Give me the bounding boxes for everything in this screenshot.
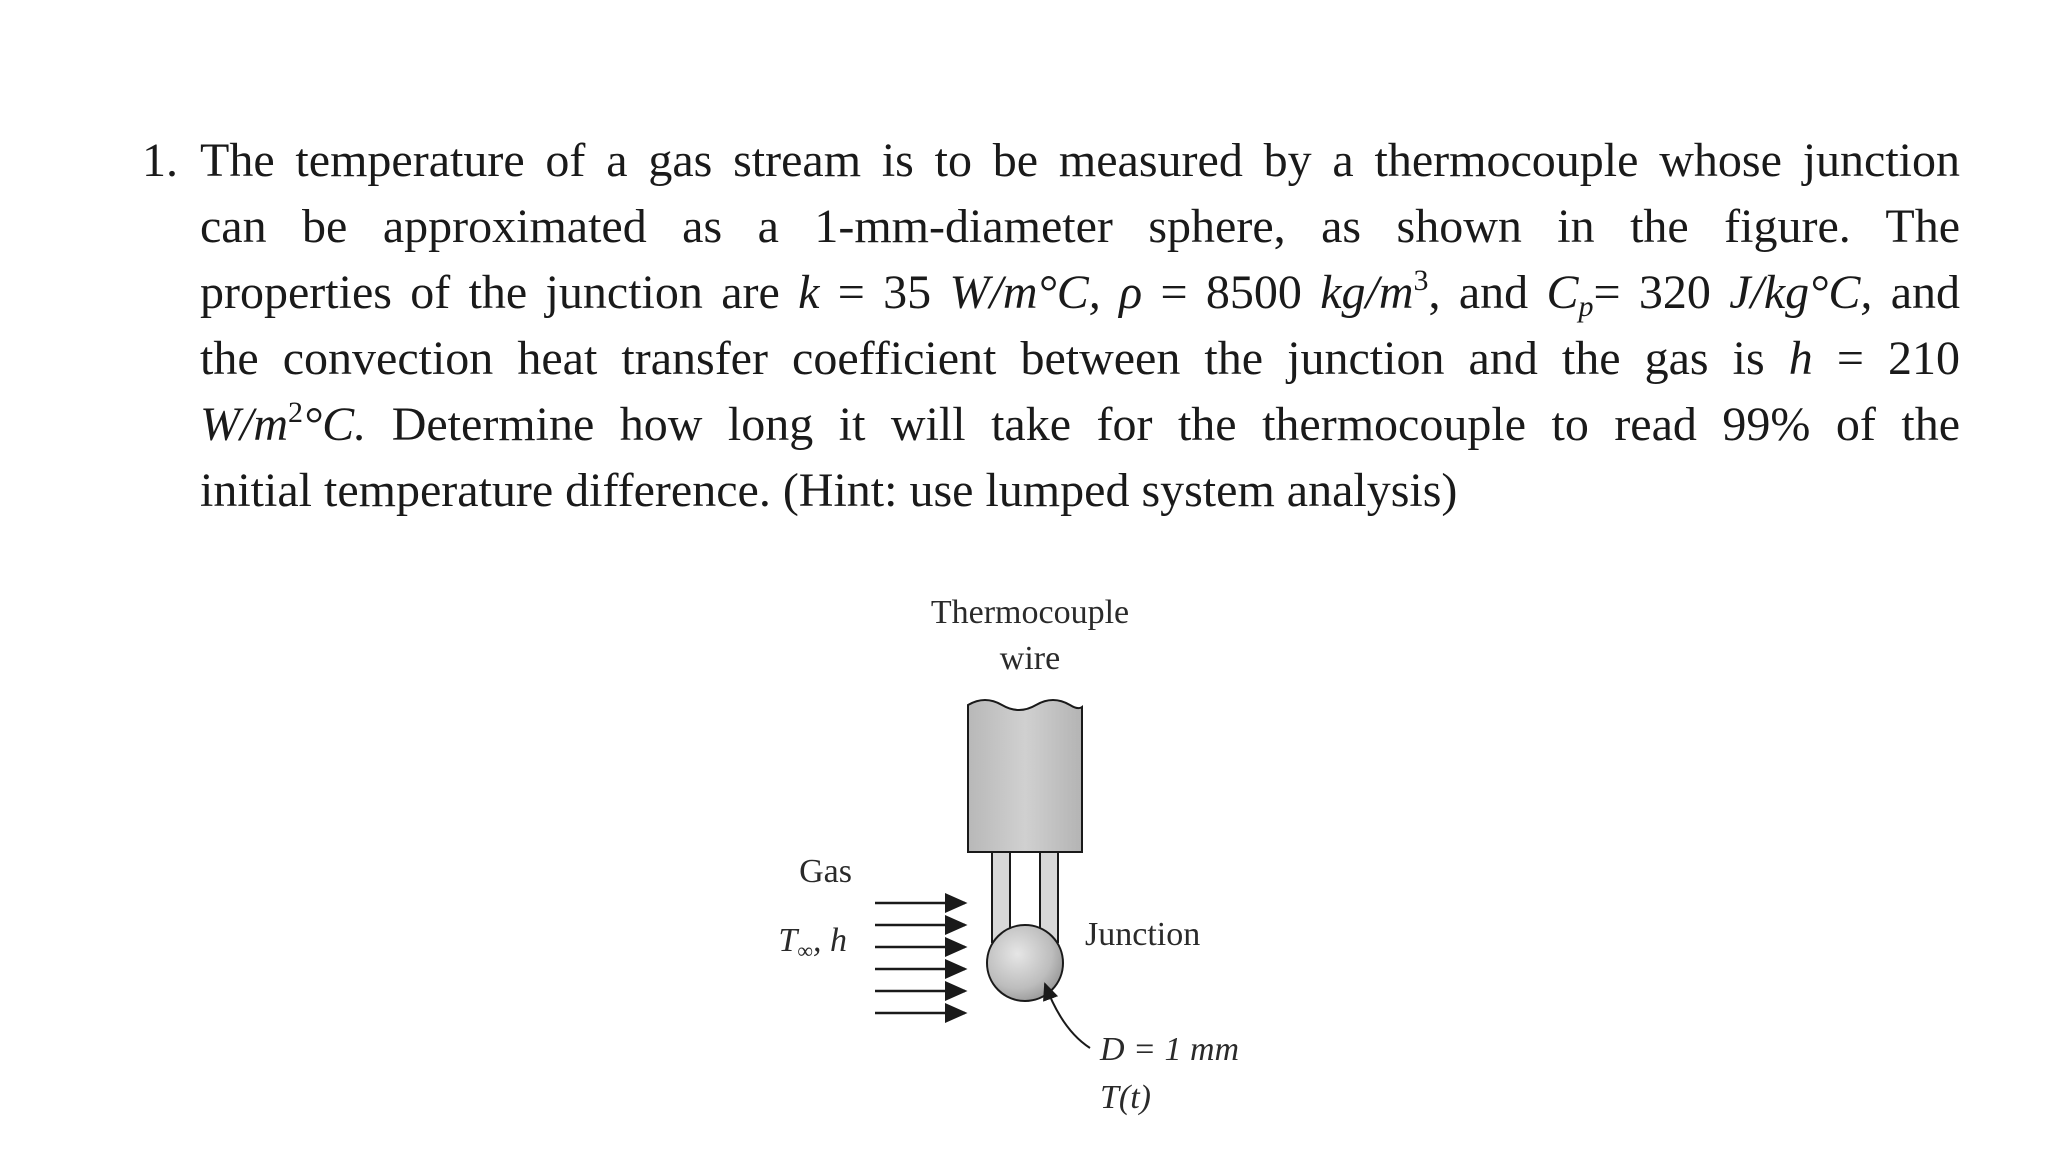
gas-label: Gas bbox=[799, 853, 852, 890]
problem-number: 1. bbox=[142, 134, 178, 187]
k-value: = 35 bbox=[819, 266, 950, 319]
t-infinity-symbol: T bbox=[778, 922, 799, 959]
problem-line-1: The temperature of a gas stream is to be… bbox=[200, 134, 1960, 187]
gas-conditions-label: T∞, h bbox=[778, 922, 847, 963]
problem-line-4: the convection heat transfer coefficient… bbox=[200, 326, 1960, 392]
problem-line-2: can be approximated as a 1-mm-diameter s… bbox=[200, 200, 1960, 253]
determine-text: Determine how long it will take for the … bbox=[391, 398, 1961, 451]
junction-sphere bbox=[986, 924, 1064, 1002]
h-unit-b: °C. bbox=[302, 398, 367, 451]
wire-sheath bbox=[967, 699, 1083, 853]
h-value: = 210 bbox=[1836, 332, 1961, 385]
h-label: , h bbox=[813, 922, 847, 959]
and-text-1: , and bbox=[1428, 266, 1547, 319]
h-unit-a: W/m bbox=[200, 398, 288, 451]
cp-unit: J/kg°C, bbox=[1729, 266, 1873, 319]
temperature-label: T(t) bbox=[1100, 1079, 1151, 1116]
diameter-label: D = 1 mm bbox=[1099, 1031, 1239, 1068]
k-symbol: k bbox=[798, 266, 820, 319]
infinity-subscript: ∞ bbox=[797, 938, 813, 963]
h-symbol: h bbox=[1788, 332, 1813, 385]
problem-line-3: properties of the junction are k = 35 W/… bbox=[200, 260, 1960, 326]
wire-label-line-2: wire bbox=[1000, 640, 1060, 677]
convection-text: the convection heat transfer coefficient… bbox=[200, 332, 1765, 385]
rho-symbol: ρ bbox=[1119, 266, 1143, 319]
properties-intro: properties of the junction are bbox=[200, 266, 780, 319]
gas-flow-arrows bbox=[875, 893, 968, 1023]
diameter-leader-arrow bbox=[1043, 982, 1091, 1049]
cp-symbol: C bbox=[1546, 266, 1579, 319]
rho-unit: kg/m bbox=[1320, 266, 1414, 319]
and-text-2: and bbox=[1872, 266, 1961, 319]
rho-exponent: 3 bbox=[1413, 264, 1429, 297]
cp-subscript: p bbox=[1578, 290, 1594, 323]
problem-line-6: initial temperature difference. (Hint: u… bbox=[200, 464, 1458, 517]
rho-value: = 8500 bbox=[1142, 266, 1321, 319]
cp-value: = 320 bbox=[1593, 266, 1730, 319]
h-unit-exponent: 2 bbox=[287, 396, 303, 429]
wire-label-line-1: Thermocouple bbox=[931, 594, 1129, 631]
k-unit: W/m°C, bbox=[949, 266, 1101, 319]
junction-label: Junction bbox=[1085, 916, 1200, 953]
problem-line-5: W/m2°C. Determine how long it will take … bbox=[200, 392, 1960, 458]
